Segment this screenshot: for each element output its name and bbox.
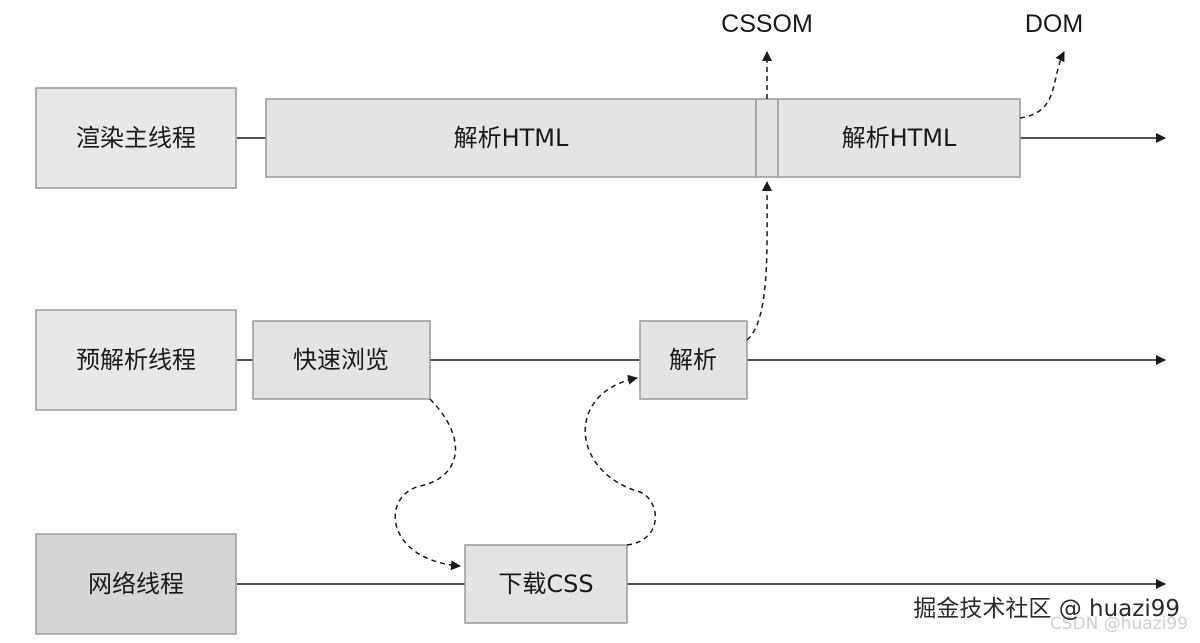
watermark-main: 掘金技术社区 @ huazi99 <box>913 596 1180 622</box>
thread-label-network: 网络线程 <box>35 533 237 635</box>
thread-label-render-text: 渲染主线程 <box>76 124 196 152</box>
watermark-ghost: CSDN @huazi99 <box>1050 614 1188 634</box>
task-parse-html-1: 解析HTML <box>265 98 757 178</box>
thread-label-render: 渲染主线程 <box>35 87 237 189</box>
task-quick-browse: 快速浏览 <box>252 320 431 400</box>
flow-parse-to-cssom-gap <box>746 181 773 341</box>
output-cssom-label: CSSOM <box>721 10 813 38</box>
task-download-css: 下载CSS <box>464 544 628 624</box>
output-dom-label: DOM <box>1025 10 1083 38</box>
task-cssom-gap <box>755 98 779 178</box>
flow-parse-html-to-dom <box>1019 51 1065 119</box>
task-parse: 解析 <box>639 320 748 400</box>
flow-download-to-parse <box>584 374 657 546</box>
task-parse-text: 解析 <box>669 346 717 374</box>
thread-label-preparse-text: 预解析线程 <box>76 346 196 374</box>
flow-quick-browse-to-download <box>394 398 461 571</box>
thread-label-network-text: 网络线程 <box>88 570 184 598</box>
task-parse-html-2-text: 解析HTML <box>842 124 957 152</box>
task-parse-html-1-text: 解析HTML <box>454 124 569 152</box>
task-quick-browse-text: 快速浏览 <box>293 346 389 374</box>
task-download-css-text: 下载CSS <box>498 570 593 598</box>
thread-label-preparse: 预解析线程 <box>35 309 237 411</box>
task-parse-html-2: 解析HTML <box>777 98 1021 178</box>
